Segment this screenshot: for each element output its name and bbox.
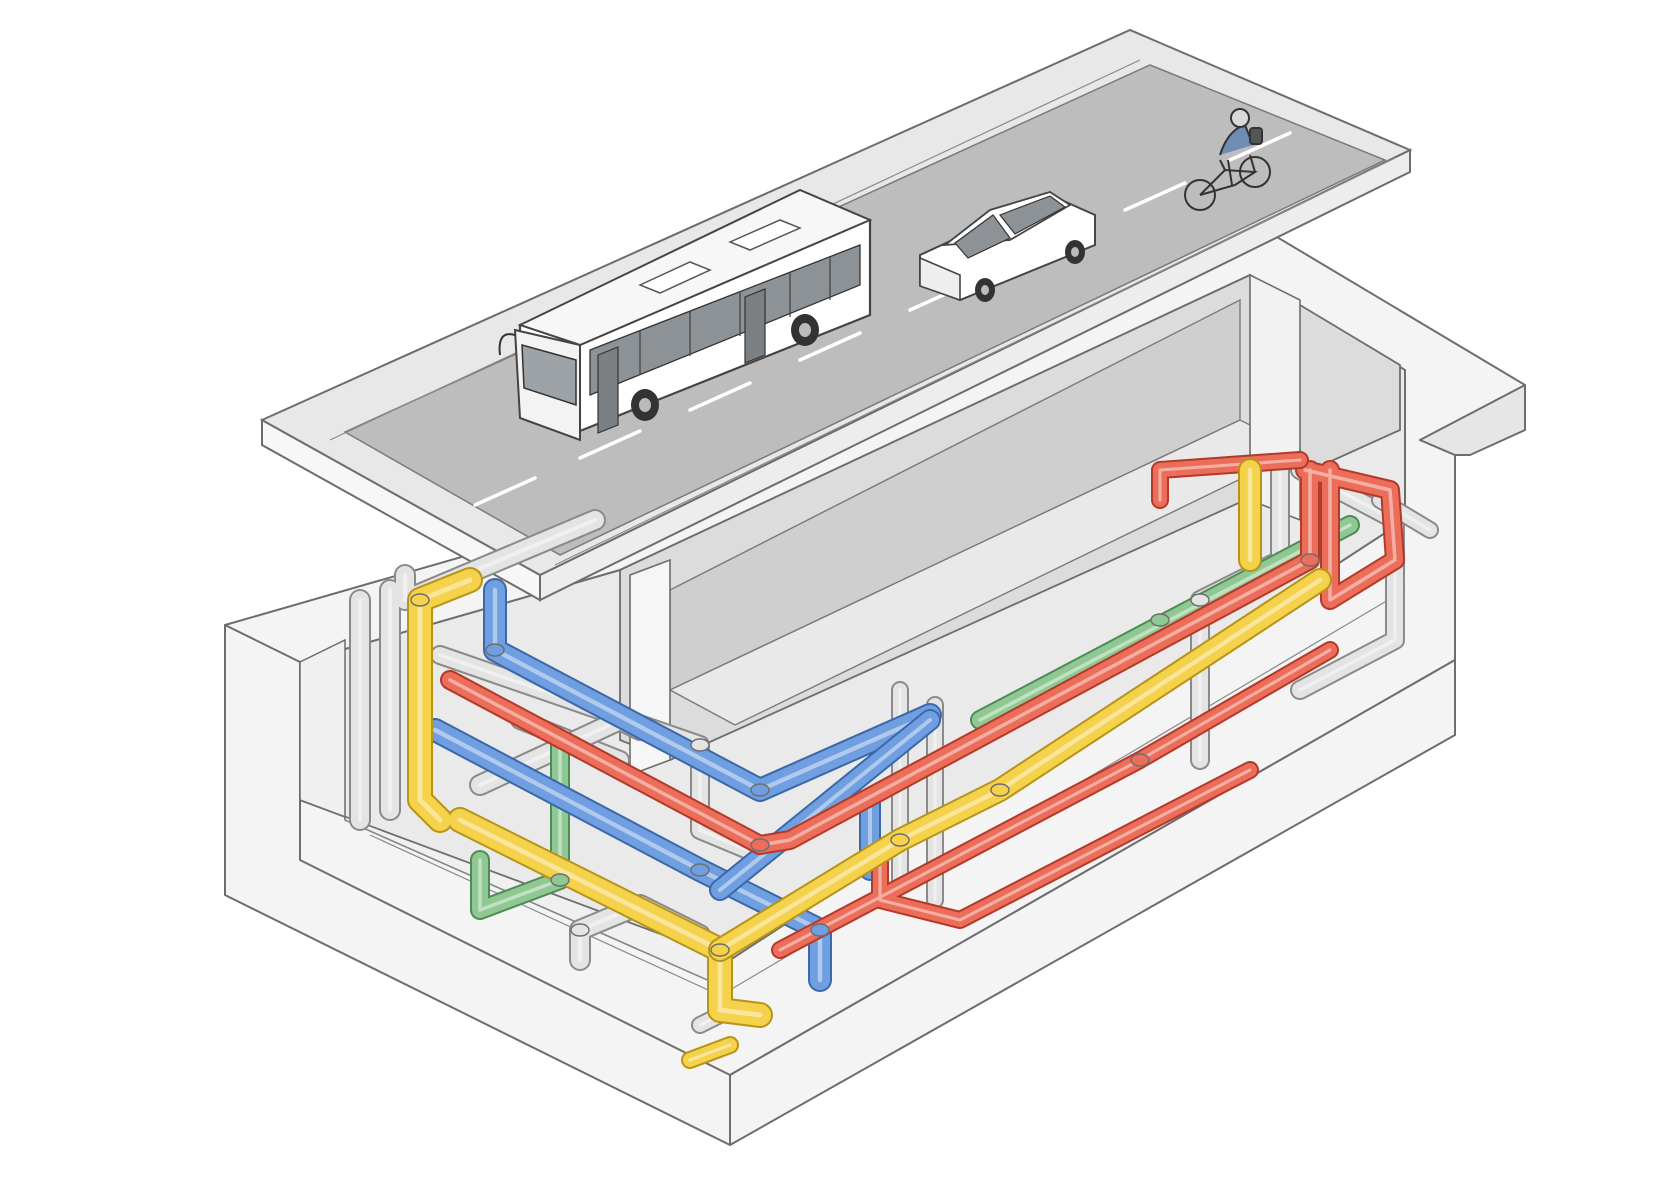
blue-pipe-highlight-7	[432, 587, 933, 983]
red-pipe-highlight-9	[448, 468, 1397, 847]
red-pipe-joint-10	[1300, 553, 1320, 567]
yellow-pipe-12	[409, 569, 771, 1026]
yellow-pipe-joint-0	[410, 593, 430, 607]
green-pipe-joint-11	[550, 873, 570, 887]
grey-pipe-highlight-0	[358, 518, 597, 822]
vault-right-step	[1419, 384, 1526, 456]
blue-pipe-joint-4	[485, 643, 505, 657]
grey-pipe-joint-15	[1190, 593, 1210, 607]
utility-pipes	[349, 451, 1439, 1069]
yellow-pipe-highlight-13	[717, 467, 1323, 953]
blue-pipe-joint-5	[750, 783, 770, 797]
yellow-pipe-highlight-12	[417, 577, 763, 1018]
blue-pipe-7	[425, 580, 940, 990]
green-pipe-joint-12	[1150, 613, 1170, 627]
blue-pipe-joint-6	[690, 863, 710, 877]
red-pipe-9	[442, 462, 1403, 853]
grey-pipe-joint-13	[690, 738, 710, 752]
car-icon	[919, 191, 1096, 302]
yellow-pipe-joint-3	[990, 783, 1010, 797]
yellow-pipe-joint-2	[890, 833, 910, 847]
blue-pipe-joint-7	[810, 923, 830, 937]
yellow-pipe-highlight-14	[688, 1043, 732, 1062]
yellow-pipe-joint-1	[710, 943, 730, 957]
red-pipe-joint-8	[750, 838, 770, 852]
grey-pipe-joint-14	[570, 923, 590, 937]
yellow-pipe-13	[710, 460, 1330, 960]
cyclist-icon	[1184, 108, 1271, 211]
yellow-pipe-14	[683, 1038, 737, 1067]
bus-icon	[498, 188, 873, 442]
grey-pipe-0	[351, 511, 604, 829]
red-pipe-joint-9	[1130, 753, 1150, 767]
